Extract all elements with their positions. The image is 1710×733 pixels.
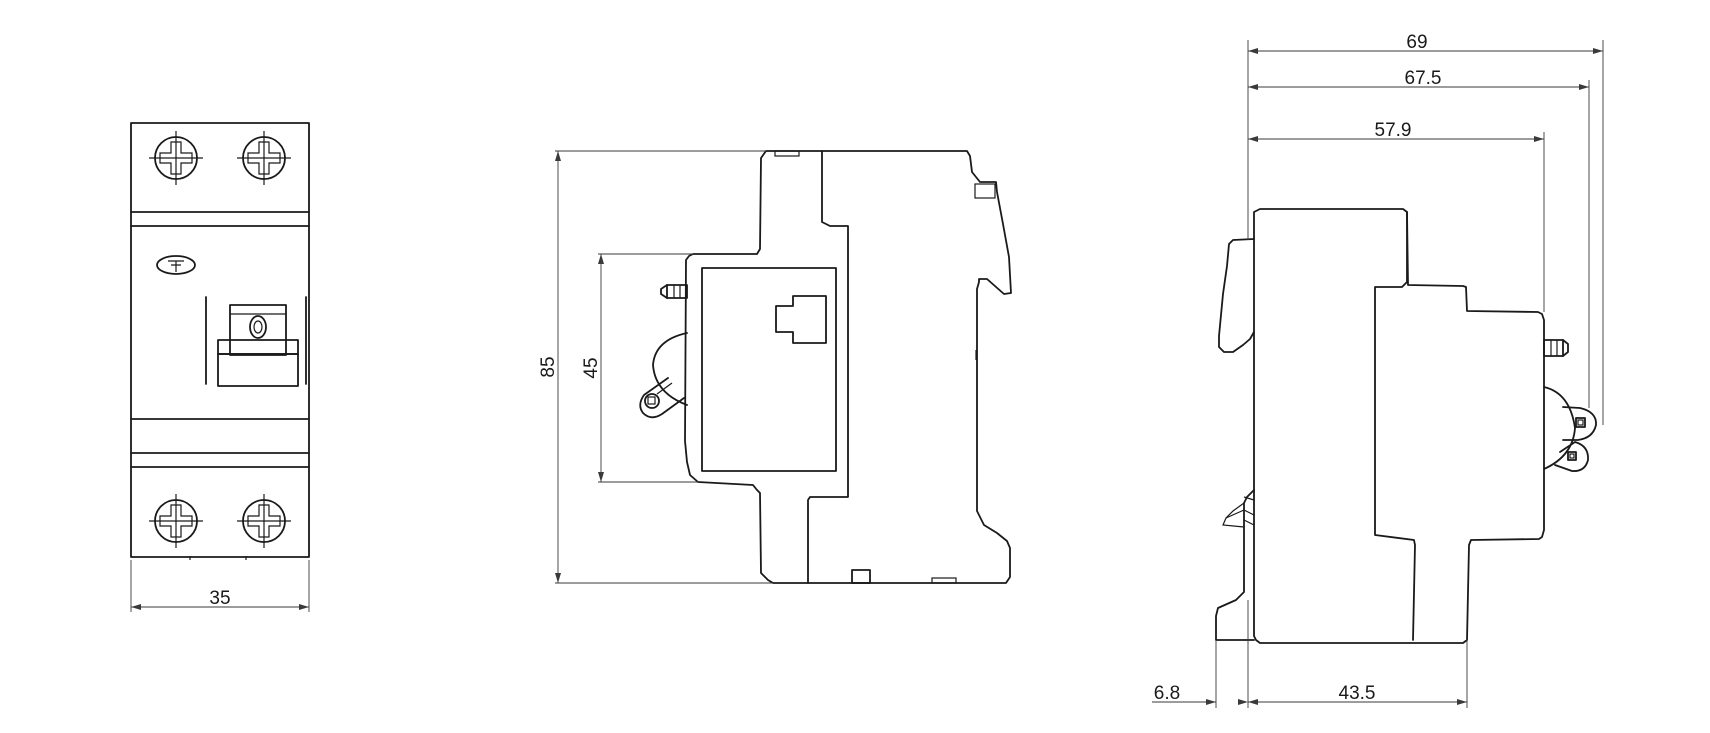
dim-label-85: 85 [538, 356, 559, 377]
side-window [701, 267, 837, 472]
dim-label-67-5: 67.5 [1405, 68, 1442, 89]
din-clip [1218, 238, 1255, 353]
terminal-screw-icon [148, 493, 204, 549]
side-lever [639, 332, 688, 419]
dimension-57-9: 57.9 [1248, 120, 1545, 312]
dim-label-45: 45 [581, 357, 602, 378]
side-screw-icon [660, 284, 688, 299]
dim-label-69: 69 [1406, 32, 1427, 53]
right-lever [1543, 386, 1597, 472]
terminal-screw-icon [236, 493, 292, 549]
terminal-screw-icon [236, 130, 292, 186]
dimension-height: 85 [538, 150, 773, 584]
toggle-lever [205, 296, 307, 387]
front-view: 35 [130, 122, 310, 612]
terminal-screw-icon [148, 130, 204, 186]
side-view-left: 85 45 [538, 150, 1012, 584]
dim-label-35: 35 [209, 588, 230, 609]
brand-logo-icon [156, 255, 196, 275]
dimension-6-8: 6.8 [1152, 600, 1249, 708]
side-body-outline [684, 150, 1012, 584]
right-screw-icon [1543, 339, 1569, 357]
dimension-inner-height: 45 [581, 253, 698, 483]
side-view-right: 69 67.5 57.9 6.8 [1152, 32, 1604, 708]
right-body-outline [1253, 208, 1545, 644]
dimension-67-5: 67.5 [1248, 68, 1590, 408]
dimension-width: 35 [130, 560, 310, 612]
front-body-outline [130, 122, 310, 558]
dimension-43-5: 43.5 [1248, 640, 1468, 708]
dim-label-6-8: 6.8 [1154, 683, 1180, 704]
dim-label-43-5: 43.5 [1339, 683, 1376, 704]
dimension-69: 69 [1247, 32, 1604, 425]
dim-label-57-9: 57.9 [1375, 120, 1412, 141]
